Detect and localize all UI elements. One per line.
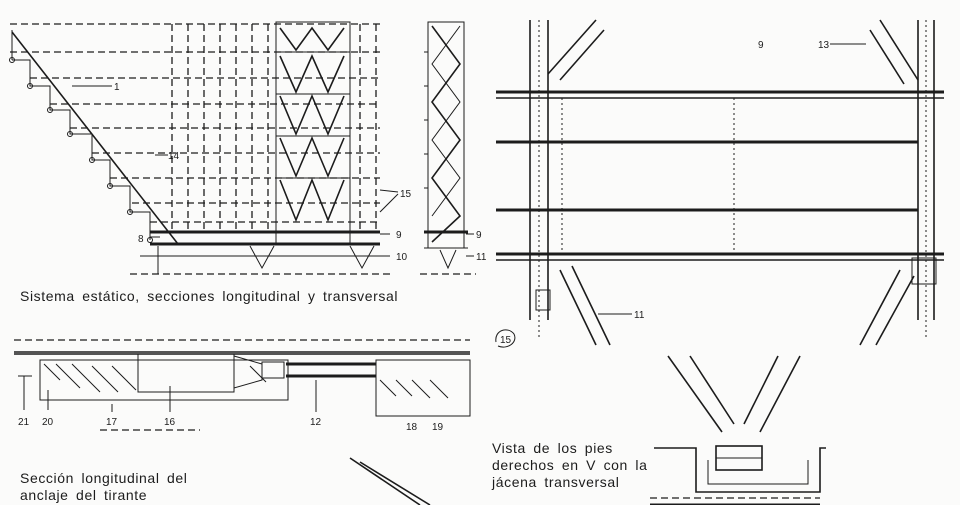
v-foot-detail	[650, 355, 826, 505]
label-v-9: 9	[758, 40, 764, 51]
label-transverse-11: 11	[476, 252, 487, 263]
anchor-section-drawing	[14, 339, 471, 505]
caption-anchor-section: Sección longitudinal del anclaje del tir…	[20, 470, 188, 503]
label-17: 17	[106, 417, 118, 428]
label-14: 14	[168, 151, 180, 162]
figure-number-mark: 15	[495, 329, 516, 348]
label-1: 1	[114, 82, 120, 93]
label-8: 8	[138, 234, 144, 245]
transverse-section	[420, 21, 476, 275]
caption-static-system: Sistema estático, secciones longitudinal…	[20, 288, 399, 304]
caption-v-columns: Vista de los pies derechos en V con la j…	[492, 440, 648, 490]
cable-stay	[9, 30, 179, 245]
label-transverse-9: 9	[476, 230, 482, 241]
svg-text:15: 15	[500, 335, 512, 346]
label-18: 18	[406, 422, 418, 433]
label-16: 16	[164, 417, 176, 428]
v-truss	[275, 21, 351, 245]
label-10: 10	[396, 252, 408, 263]
label-20: 20	[42, 417, 54, 428]
leaders	[72, 85, 399, 257]
label-v-13: 13	[818, 40, 830, 51]
label-21: 21	[18, 417, 30, 428]
label-12: 12	[310, 417, 322, 428]
label-v-11: 11	[634, 310, 645, 321]
main-beam	[130, 230, 390, 275]
v-column-view	[496, 19, 944, 346]
label-9: 9	[396, 230, 402, 241]
label-15: 15	[400, 189, 412, 200]
label-19: 19	[432, 422, 444, 433]
longitudinal-grid	[10, 23, 380, 232]
